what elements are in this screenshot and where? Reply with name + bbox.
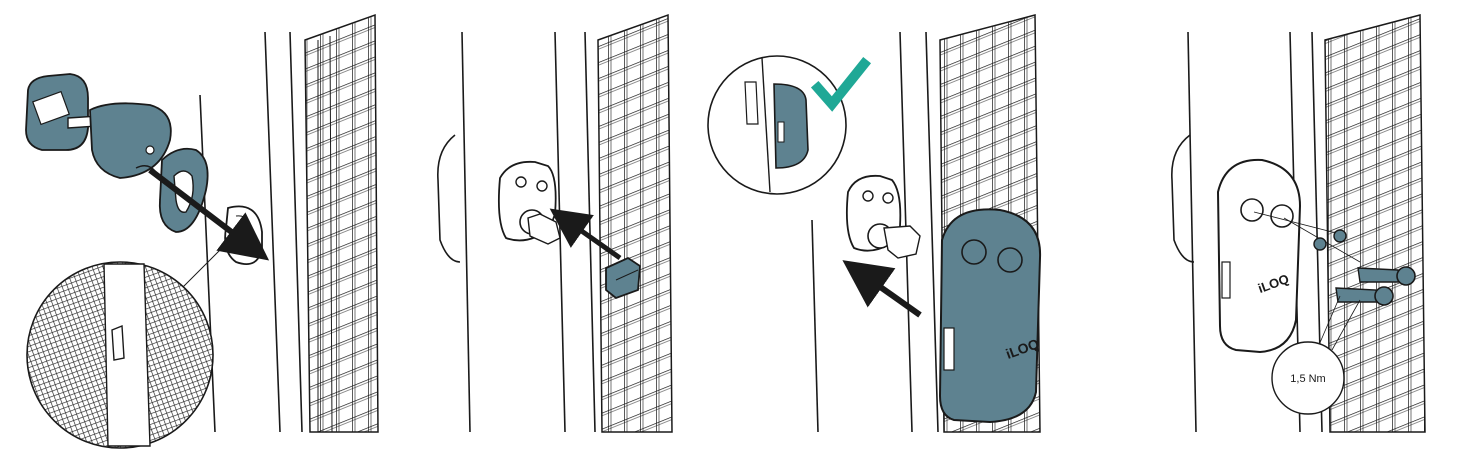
spindle-adapter: [549, 208, 641, 300]
detail-magnifier: [26, 249, 221, 449]
step-3-panel: iLOQ: [707, 14, 1041, 433]
mesh-panel: [597, 13, 673, 433]
lock-housing: iLOQ: [938, 208, 1041, 424]
torque-callout: 1,5 Nm: [1271, 341, 1345, 415]
lock-housing: iLOQ: [1216, 158, 1302, 354]
mesh-panel: [1324, 14, 1426, 433]
mesh-panel: [304, 13, 379, 433]
cylinder-assembly: [25, 73, 270, 261]
insert-arrow-icon: [148, 167, 270, 261]
push-arrow-icon: [549, 208, 622, 261]
step-4-panel: iLOQ 1,5 Nm: [1171, 14, 1426, 433]
detail-magnifier: [707, 55, 872, 195]
step-1-panel: [25, 13, 379, 449]
mount-arrow-icon: [842, 260, 922, 318]
checkmark-icon: [810, 56, 872, 112]
backplate: [845, 174, 921, 259]
mounting-hole: [224, 205, 263, 266]
torque-label: 1,5 Nm: [1290, 373, 1325, 385]
door-frame: [199, 31, 303, 433]
backplate: [497, 160, 561, 245]
fasteners: [1253, 211, 1416, 353]
step-2-panel: [437, 13, 673, 433]
